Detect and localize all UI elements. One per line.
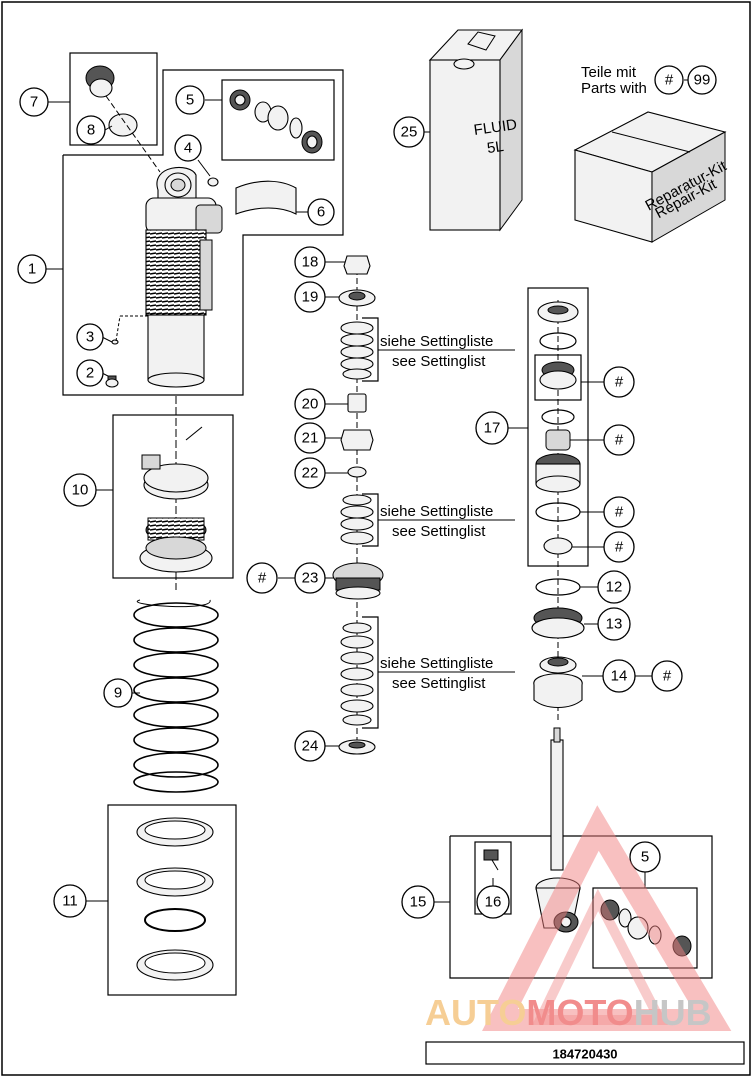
callout-5: 5 <box>175 85 205 115</box>
callout-15: 15 <box>401 885 435 919</box>
callout-20: 20 <box>294 388 326 420</box>
callout-2: 2 <box>76 359 104 387</box>
svg-text:#: # <box>663 668 672 685</box>
legend-line-1: Teile mit <box>581 64 637 81</box>
svg-text:99: 99 <box>694 72 711 89</box>
callout-11: 11 <box>53 884 87 918</box>
callout-3: 3 <box>76 323 104 351</box>
svg-text:#: # <box>615 504 624 521</box>
svg-text:#: # <box>615 432 624 449</box>
setting-note-de: siehe Settingliste <box>380 333 493 350</box>
svg-text:#: # <box>665 72 674 89</box>
callout-21: 21 <box>294 422 326 454</box>
drawing-number-box: 184720430 <box>425 1041 745 1065</box>
svg-text:17: 17 <box>484 420 501 437</box>
seal-head-group <box>527 287 589 720</box>
svg-text:#: # <box>615 374 624 391</box>
callout-5-rod: 5 <box>629 841 661 873</box>
shock-body-group <box>62 52 344 396</box>
callout-25: 25 <box>393 116 425 148</box>
svg-text:2: 2 <box>86 365 94 382</box>
svg-text:#: # <box>258 570 267 587</box>
legend-line-2: Parts with <box>581 80 647 97</box>
callout-hash-seal-3: # <box>603 496 635 528</box>
svg-text:11: 11 <box>62 893 78 910</box>
svg-text:12: 12 <box>606 579 623 596</box>
setting-note-en: see Settinglist <box>392 353 486 370</box>
svg-text:AUTOMOTOHUB: AUTOMOTOHUB <box>425 992 712 1033</box>
svg-text:14: 14 <box>611 668 628 685</box>
callout-7: 7 <box>19 87 49 117</box>
setting-note-2: siehe Settingliste see Settinglist <box>380 503 493 540</box>
spacer-rings-group <box>107 804 237 996</box>
callout-hash-seal-1: # <box>603 366 635 398</box>
callout-9: 9 <box>103 678 133 708</box>
piston-rod-group <box>449 727 713 979</box>
callout-kit-99: 99 <box>687 65 717 95</box>
setting-note-en: see Settinglist <box>392 675 486 692</box>
svg-text:16: 16 <box>485 894 502 911</box>
svg-text:9: 9 <box>114 685 122 702</box>
svg-text:24: 24 <box>302 738 319 755</box>
svg-text:4: 4 <box>184 140 192 157</box>
callout-hash-legend: # <box>654 65 684 95</box>
leader-lines <box>46 79 688 903</box>
watermark-logo: AUTOMOTOHUB <box>425 805 732 1033</box>
svg-text:18: 18 <box>302 254 319 271</box>
spring-retainer-group <box>112 396 234 590</box>
callout-hash-14: # <box>651 660 683 692</box>
svg-text:21: 21 <box>302 430 319 447</box>
svg-text:6: 6 <box>317 204 325 221</box>
fluid-can <box>428 28 524 232</box>
svg-text:5: 5 <box>641 849 649 866</box>
svg-text:5: 5 <box>186 92 194 109</box>
svg-text:23: 23 <box>302 570 319 587</box>
svg-text:25: 25 <box>401 124 418 141</box>
svg-text:1: 1 <box>28 261 36 278</box>
callout-14: 14 <box>602 659 636 693</box>
svg-text:3: 3 <box>86 329 94 346</box>
main-spring <box>133 599 219 793</box>
svg-text:20: 20 <box>302 396 319 413</box>
callout-13: 13 <box>597 607 631 641</box>
callout-17: 17 <box>475 411 509 445</box>
callout-8: 8 <box>76 115 106 145</box>
parts-legend: Teile mit Parts with <box>581 64 647 97</box>
svg-text:5L: 5L <box>486 138 505 157</box>
setting-note-de: siehe Settingliste <box>380 503 493 520</box>
callout-10: 10 <box>63 473 97 507</box>
callout-4: 4 <box>174 134 202 162</box>
fluid-can-label: FLUID 5L <box>473 116 518 157</box>
svg-text:7: 7 <box>30 94 38 111</box>
svg-text:10: 10 <box>72 482 89 499</box>
callout-24: 24 <box>294 730 326 762</box>
callout-16: 16 <box>476 885 510 919</box>
callout-hash-seal-4: # <box>603 531 635 563</box>
callout-19: 19 <box>294 281 326 313</box>
svg-text:19: 19 <box>302 289 319 306</box>
setting-note-1: siehe Settingliste see Settinglist <box>380 333 493 370</box>
svg-text:FLUID: FLUID <box>473 116 518 139</box>
svg-text:#: # <box>615 539 624 556</box>
callout-1: 1 <box>17 254 47 284</box>
svg-text:8: 8 <box>87 122 95 139</box>
shim-stack <box>332 255 515 755</box>
callout-18: 18 <box>294 246 326 278</box>
callout-hash-seal-2: # <box>603 424 635 456</box>
callout-22: 22 <box>294 457 326 489</box>
callout-12: 12 <box>597 570 631 604</box>
callout-hash-23: # <box>246 562 278 594</box>
setting-note-3: siehe Settingliste see Settinglist <box>380 655 493 692</box>
callout-6: 6 <box>307 198 335 226</box>
setting-note-de: siehe Settingliste <box>380 655 493 672</box>
drawing-number: 184720430 <box>552 1047 617 1062</box>
setting-note-en: see Settinglist <box>392 523 486 540</box>
svg-text:13: 13 <box>606 616 623 633</box>
callout-23: 23 <box>294 562 326 594</box>
repair-kit-box <box>573 111 727 243</box>
svg-text:22: 22 <box>302 465 319 482</box>
svg-text:15: 15 <box>410 894 427 911</box>
